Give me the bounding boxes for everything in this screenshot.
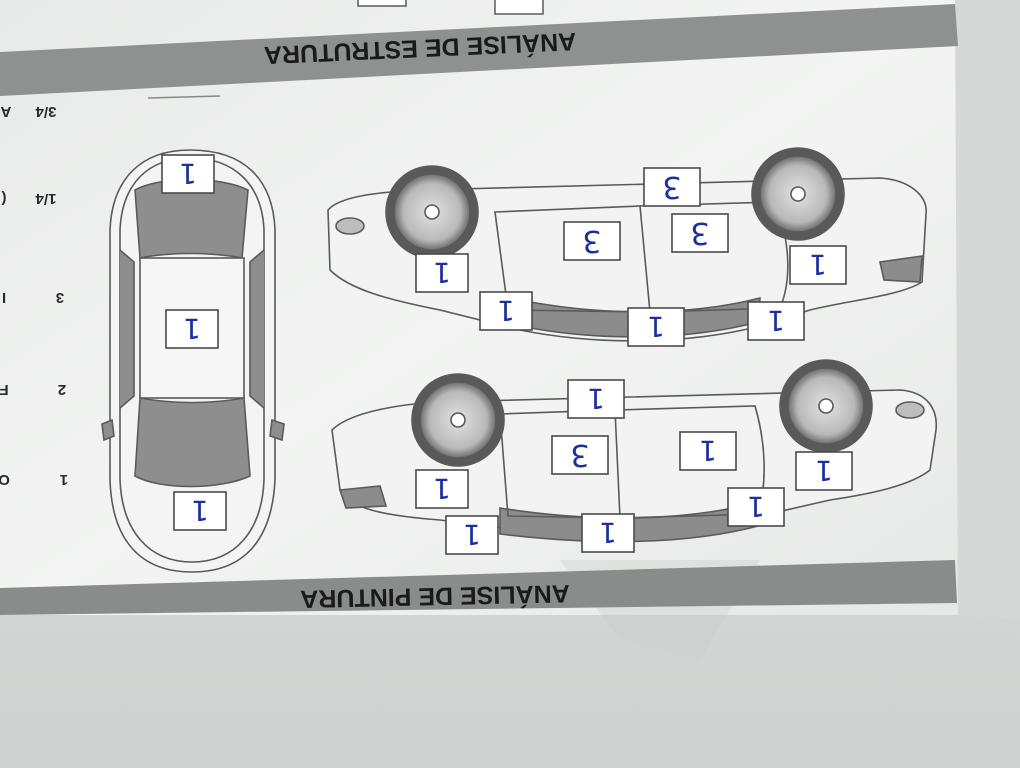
- side_view_lower-box-7: [795, 451, 853, 491]
- scale-letter-f: F: [0, 381, 9, 398]
- side_view_lower-box-4: [679, 431, 737, 471]
- scale-letter-paren: (: [2, 190, 7, 207]
- top_view-mark-0: 1: [179, 157, 197, 190]
- top_view-box-2: [173, 491, 227, 531]
- section-title-paint: ANÁLISE DE PINTURA: [300, 579, 570, 614]
- side_view_lower-box-5: [581, 513, 635, 553]
- side_view_lower-mark-6: 1: [747, 490, 765, 523]
- scale-label-1: 1: [60, 471, 68, 488]
- side_view_lower-box-3: [567, 379, 625, 419]
- side_view_upper-box-3: [671, 213, 729, 253]
- side_view_upper-box-1: [479, 291, 533, 331]
- side_view_lower-mark-4: 1: [699, 434, 717, 467]
- side_view_lower-mark-5: 1: [599, 516, 617, 549]
- side_view_upper-mark-7: 1: [809, 248, 827, 281]
- side_view_upper-mark-4: 3: [662, 169, 681, 204]
- side_view_upper-mark-2: 3: [582, 223, 601, 258]
- scale-label-3: 3: [56, 289, 64, 306]
- side_view_upper-box-2: [563, 221, 621, 261]
- side_view_upper-mark-1: 1: [497, 294, 515, 327]
- top-box-right: [494, 0, 544, 15]
- side_view_lower-mark-1: 1: [463, 518, 481, 551]
- car-side-view-upper: [327, 147, 927, 342]
- section-band-paint: [0, 560, 957, 615]
- scale-letter-o: O: [0, 471, 10, 488]
- car-top-view: [101, 149, 285, 573]
- top_view-mark-2: 1: [191, 494, 209, 527]
- side_view_lower-mark-3: 1: [587, 382, 605, 415]
- side_view_upper-mark-6: 1: [767, 304, 785, 337]
- scale-letter-a: A: [0, 103, 11, 120]
- side_view_lower-box-2: [551, 435, 609, 475]
- top_view-mark-1: 1: [183, 312, 201, 345]
- side_view_lower-box-0: [415, 469, 469, 509]
- scale-label-2: 2: [58, 381, 66, 398]
- scale-letter-i: I: [2, 289, 6, 306]
- scale-label-3-4: 3/4: [35, 103, 57, 120]
- side_view_upper-mark-5: 1: [647, 310, 665, 343]
- side_view_lower-mark-2: 3: [570, 437, 589, 472]
- top_view-box-0: [161, 154, 215, 194]
- side_view_upper-mark-3: 3: [690, 215, 709, 250]
- side_view_upper-box-7: [789, 245, 847, 285]
- section-band-structure: [0, 4, 958, 96]
- side_view_upper-box-5: [627, 307, 685, 347]
- side_view_lower-mark-0: 1: [433, 472, 451, 505]
- top_view-box-1: [165, 309, 219, 349]
- side_view_upper-mark-0: 1: [433, 256, 451, 289]
- side_view_upper-box-0: [415, 253, 469, 293]
- side_view_lower-box-1: [445, 515, 499, 555]
- car-side-view-lower: [331, 359, 938, 543]
- side_view_lower-mark-7: 1: [815, 454, 833, 487]
- side_view_upper-box-4: [643, 167, 701, 207]
- top-box-left: [357, 0, 407, 7]
- scale-label-1-4: 1/4: [35, 190, 57, 207]
- side_view_lower-box-6: [727, 487, 785, 527]
- side_view_upper-box-6: [747, 301, 805, 341]
